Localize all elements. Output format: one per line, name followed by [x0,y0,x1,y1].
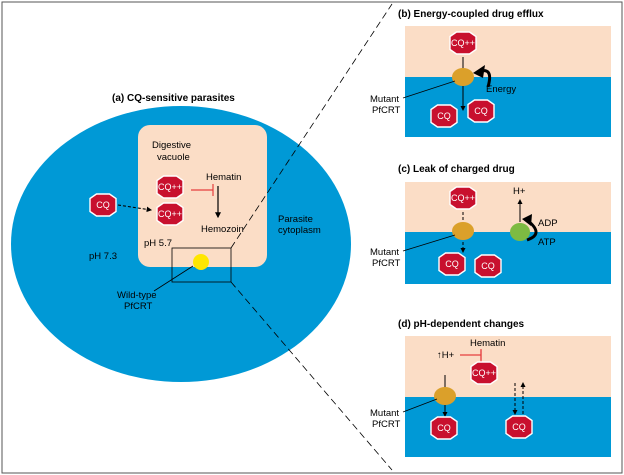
mutant-pfcrt [434,387,456,405]
mutant-leader [402,234,456,252]
wildtype-label-2: PfCRT [124,301,153,312]
adp-label: ADP [538,218,558,229]
vacuole-label-1: Digestive [152,140,191,151]
cq-charged-label: CQ++ [158,209,182,219]
cq-drug: CQ [89,193,117,217]
cq-drug-label: CQ [437,111,451,121]
cq-drug-label: CQ [512,422,526,432]
proton-label: H+ [513,186,526,197]
panel-a-title: (a) CQ-sensitive parasites [112,93,235,104]
mutant-pfcrt [452,68,474,86]
mutant-pfcrt [452,222,474,240]
cq-charged-drug: CQ++ [156,202,184,226]
atp-arrowhead [522,214,532,226]
cq-charged-label: CQ++ [451,193,475,203]
cq-charged-drug: CQ++ [449,186,477,210]
cq-drug-label: CQ [437,423,451,433]
atp-label: ATP [538,237,556,248]
cq-charged-label: CQ++ [451,38,475,48]
mutant-leader [402,80,456,99]
mutant-label-2: PfCRT [372,258,401,269]
energy-label: Energy [486,84,516,95]
vacuole-label-2: vacuole [157,152,190,163]
wildtype-leader [153,265,194,292]
proton-pump [510,223,530,241]
vacuole-region [405,182,611,232]
panel-a: (a) CQ-sensitive parasites Digestive vac… [11,3,393,471]
mutant-label-1: Mutant [370,408,399,419]
zoom-box [171,247,232,283]
panel-c-title: (c) Leak of charged drug [398,164,515,175]
panel-d-title: (d) pH-dependent changes [398,319,525,330]
mutant-leader [402,398,438,413]
ph-cytoplasm-label: pH 7.3 [89,251,117,262]
cq-drug: CQ [430,104,458,128]
hematin-label: Hematin [206,172,241,183]
panel-c: (c) Leak of charged drug CQ++ CQ CQ H+ A… [370,164,611,284]
energy-arrowhead [473,65,485,78]
cq-drug: CQ [438,252,466,276]
panel-b: (b) Energy-coupled drug efflux CQ++ Ener… [370,9,611,137]
cytoplasm-label-2: cytoplasm [278,225,321,236]
hematin-label: Hematin [470,338,505,349]
cq-drug: CQ [474,254,502,278]
cq-drug-label: CQ [481,261,495,271]
ph-vacuole-label: pH 5.7 [144,238,172,249]
wildtype-label-1: Wild-type [117,290,157,301]
mutant-label-2: PfCRT [372,105,401,116]
diffusion-arrow [117,204,153,213]
cq-drug-label: CQ [474,106,488,116]
cq-drug: CQ [505,415,533,439]
cq-charged-drug: CQ++ [156,175,184,199]
cq-charged-drug: CQ++ [470,361,498,385]
vacuole-region [405,26,611,77]
cq-drug: CQ [467,99,495,123]
mutant-label-1: Mutant [370,247,399,258]
hemozoin-label: Hemozoin [201,224,244,235]
mutant-label-2: PfCRT [372,419,401,430]
wildtype-pfcrt [193,254,209,270]
cytoplasm-region [405,232,611,284]
cq-drug: CQ [430,416,458,440]
panel-b-title: (b) Energy-coupled drug efflux [398,9,544,20]
panel-d: (d) pH-dependent changes Hematin ↑H+ CQ+… [370,319,611,457]
cq-charged-label: CQ++ [158,182,182,192]
cq-drug-label: CQ [445,259,459,269]
cq-drug-label: CQ [96,200,110,210]
zoom-line-bottom [230,281,393,471]
cq-charged-label: CQ++ [472,368,496,378]
cytoplasm-label-1: Parasite [278,214,313,225]
digestive-vacuole [138,125,267,267]
vacuole-region [405,336,611,397]
proton-label: ↑H+ [437,350,455,361]
mutant-label-1: Mutant [370,94,399,105]
cq-charged-drug: CQ++ [449,31,477,55]
zoom-line-top [230,3,393,249]
